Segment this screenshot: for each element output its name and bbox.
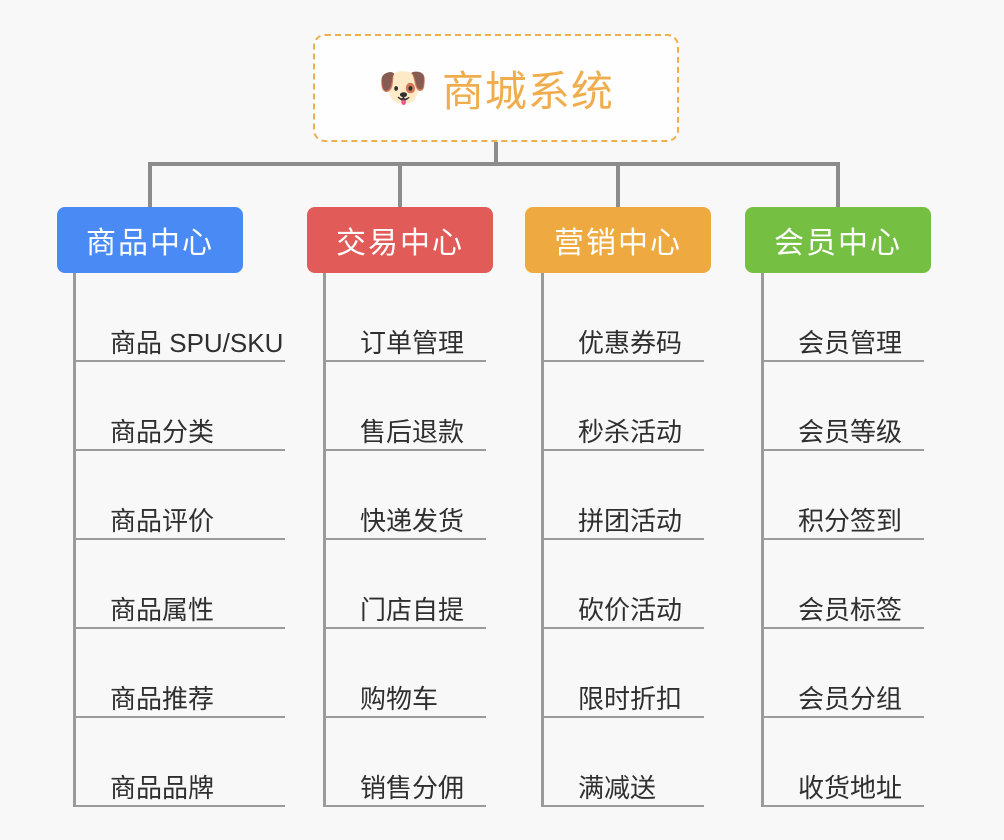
leaf-item[interactable]: 商品品牌 [76, 718, 285, 807]
leaf-list-product-center: 商品 SPU/SKU 商品分类 商品评价 商品属性 商品推荐 商品品牌 [73, 273, 285, 807]
leaf-label: 积分签到 [798, 506, 903, 537]
category-label: 会员中心 [774, 227, 902, 260]
leaf-item[interactable]: 商品属性 [76, 540, 285, 629]
leaf-item[interactable]: 售后退款 [326, 362, 486, 451]
category-box-member-center[interactable]: 会员中心 [745, 207, 931, 273]
root-node[interactable]: 🐶 商城系统 [313, 34, 679, 142]
leaf-label: 满减送 [578, 773, 657, 804]
leaf-label: 会员等级 [798, 417, 903, 448]
leaf-item[interactable]: 满减送 [544, 718, 704, 807]
connector-drop-marketing [616, 162, 620, 207]
connector-horizontal-bus [148, 162, 840, 166]
branch-marketing-center: 营销中心 优惠券码 秒杀活动 拼团活动 砍价活动 限时折扣 满减送 [525, 207, 711, 807]
dog-face-icon: 🐶 [378, 66, 428, 110]
leaf-item[interactable]: 会员管理 [764, 273, 924, 362]
category-box-marketing-center[interactable]: 营销中心 [525, 207, 711, 273]
leaf-label: 快递发货 [360, 506, 465, 537]
leaf-item[interactable]: 积分签到 [764, 451, 924, 540]
leaf-label: 购物车 [360, 684, 439, 715]
category-label: 营销中心 [554, 227, 682, 260]
leaf-list-member-center: 会员管理 会员等级 积分签到 会员标签 会员分组 收货地址 [761, 273, 931, 807]
leaf-label: 商品推荐 [110, 684, 215, 715]
leaf-item[interactable]: 门店自提 [326, 540, 486, 629]
leaf-item[interactable]: 拼团活动 [544, 451, 704, 540]
leaf-item[interactable]: 优惠券码 [544, 273, 704, 362]
leaf-item[interactable]: 商品分类 [76, 362, 285, 451]
leaf-item[interactable]: 购物车 [326, 629, 486, 718]
root-title: 商城系统 [441, 67, 614, 115]
leaf-label: 门店自提 [360, 595, 465, 626]
leaf-label: 订单管理 [360, 328, 465, 359]
leaf-label: 砍价活动 [578, 595, 683, 626]
connector-drop-member [836, 162, 840, 207]
branch-product-center: 商品中心 商品 SPU/SKU 商品分类 商品评价 商品属性 商品推荐 商品品牌 [57, 207, 285, 807]
category-label: 商品中心 [86, 227, 214, 260]
connector-drop-trade [398, 162, 402, 207]
leaf-list-marketing-center: 优惠券码 秒杀活动 拼团活动 砍价活动 限时折扣 满减送 [541, 273, 711, 807]
leaf-label: 秒杀活动 [578, 417, 683, 448]
leaf-label: 拼团活动 [578, 506, 683, 537]
branch-trade-center: 交易中心 订单管理 售后退款 快递发货 门店自提 购物车 销售分佣 [307, 207, 493, 807]
leaf-item[interactable]: 秒杀活动 [544, 362, 704, 451]
leaf-label: 售后退款 [360, 417, 465, 448]
leaf-item[interactable]: 订单管理 [326, 273, 486, 362]
leaf-item[interactable]: 快递发货 [326, 451, 486, 540]
leaf-label: 会员分组 [798, 684, 903, 715]
leaf-label: 会员标签 [798, 595, 903, 626]
leaf-label: 商品评价 [110, 506, 215, 537]
leaf-item[interactable]: 收货地址 [764, 718, 924, 807]
leaf-label: 限时折扣 [578, 684, 683, 715]
leaf-label: 会员管理 [798, 328, 903, 359]
leaf-item[interactable]: 砍价活动 [544, 540, 704, 629]
category-box-product-center[interactable]: 商品中心 [57, 207, 243, 273]
category-box-trade-center[interactable]: 交易中心 [307, 207, 493, 273]
leaf-label: 商品 SPU/SKU [110, 328, 284, 359]
connector-drop-product [148, 162, 152, 207]
leaf-item[interactable]: 会员等级 [764, 362, 924, 451]
leaf-item[interactable]: 商品评价 [76, 451, 285, 540]
leaf-item[interactable]: 商品推荐 [76, 629, 285, 718]
leaf-label: 销售分佣 [360, 773, 465, 804]
leaf-label: 收货地址 [798, 773, 903, 804]
leaf-list-trade-center: 订单管理 售后退款 快递发货 门店自提 购物车 销售分佣 [323, 273, 493, 807]
leaf-item[interactable]: 会员标签 [764, 540, 924, 629]
connector-root-stem [494, 142, 498, 164]
leaf-label: 商品品牌 [110, 773, 215, 804]
leaf-label: 商品属性 [110, 595, 215, 626]
leaf-item[interactable]: 会员分组 [764, 629, 924, 718]
category-label: 交易中心 [336, 227, 464, 260]
leaf-item[interactable]: 限时折扣 [544, 629, 704, 718]
leaf-label: 优惠券码 [578, 328, 683, 359]
leaf-item[interactable]: 销售分佣 [326, 718, 486, 807]
leaf-label: 商品分类 [110, 417, 215, 448]
branch-member-center: 会员中心 会员管理 会员等级 积分签到 会员标签 会员分组 收货地址 [745, 207, 931, 807]
leaf-item[interactable]: 商品 SPU/SKU [76, 273, 285, 362]
